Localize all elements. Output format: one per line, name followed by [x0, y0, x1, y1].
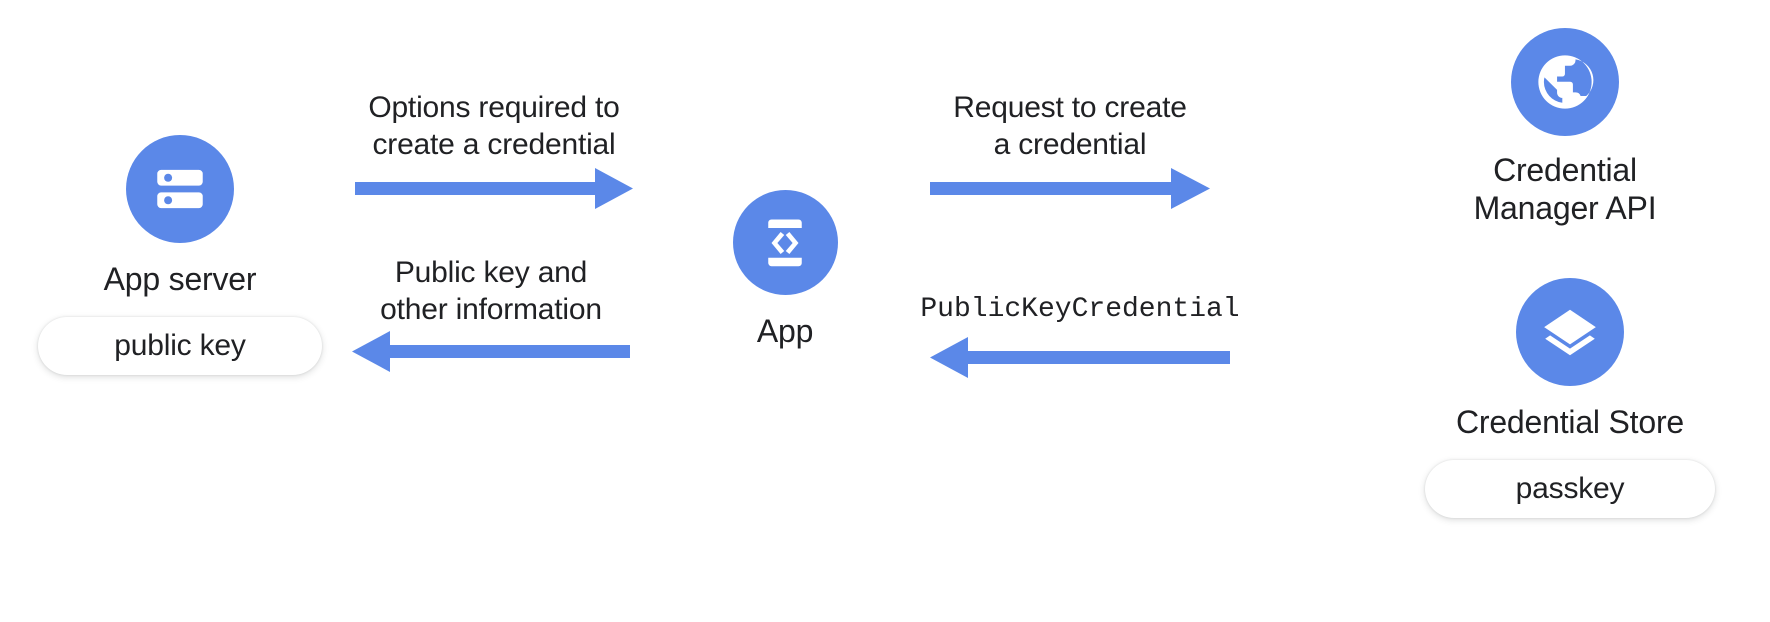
chip-public-key: public key	[38, 316, 322, 375]
arrow-label-public-key-credential: PublicKeyCredential	[920, 294, 1240, 325]
node-credential-store: Credential Store passkey	[1425, 278, 1715, 518]
arrow-shaft-right-1	[355, 168, 633, 209]
arrow-label-public-key-back: Public key and other information	[380, 256, 602, 326]
node-app: App	[695, 190, 875, 351]
arrow-request-create: Request to create a credential	[930, 90, 1210, 210]
node-label-credential-store: Credential Store	[1455, 404, 1685, 440]
arrow-label-request-create: Request to create a credential	[953, 91, 1187, 161]
node-label-credential-manager-api: Credential Manager API	[1473, 152, 1657, 226]
node-label-app-server: App server	[103, 261, 257, 297]
server-icon	[126, 135, 234, 243]
node-credential-manager-api: Credential Manager API	[1420, 28, 1710, 228]
node-app-server: App server public key	[35, 135, 325, 375]
arrow-label-options-required: Options required to create a credential	[368, 91, 620, 161]
arrow-public-key-back: Public key and other information	[352, 255, 630, 375]
arrow-shaft-left-2	[930, 337, 1230, 378]
arrow-shaft-left-1	[352, 331, 630, 372]
arrow-options-required: Options required to create a credential	[355, 90, 633, 210]
arrow-shaft-right-2	[930, 168, 1210, 209]
chip-passkey: passkey	[1425, 459, 1715, 518]
arrow-public-key-credential: PublicKeyCredential	[920, 293, 1240, 383]
node-label-app: App	[756, 313, 814, 349]
globe-icon	[1511, 28, 1619, 136]
app-code-phone-icon	[732, 190, 838, 295]
layers-icon	[1516, 278, 1624, 386]
